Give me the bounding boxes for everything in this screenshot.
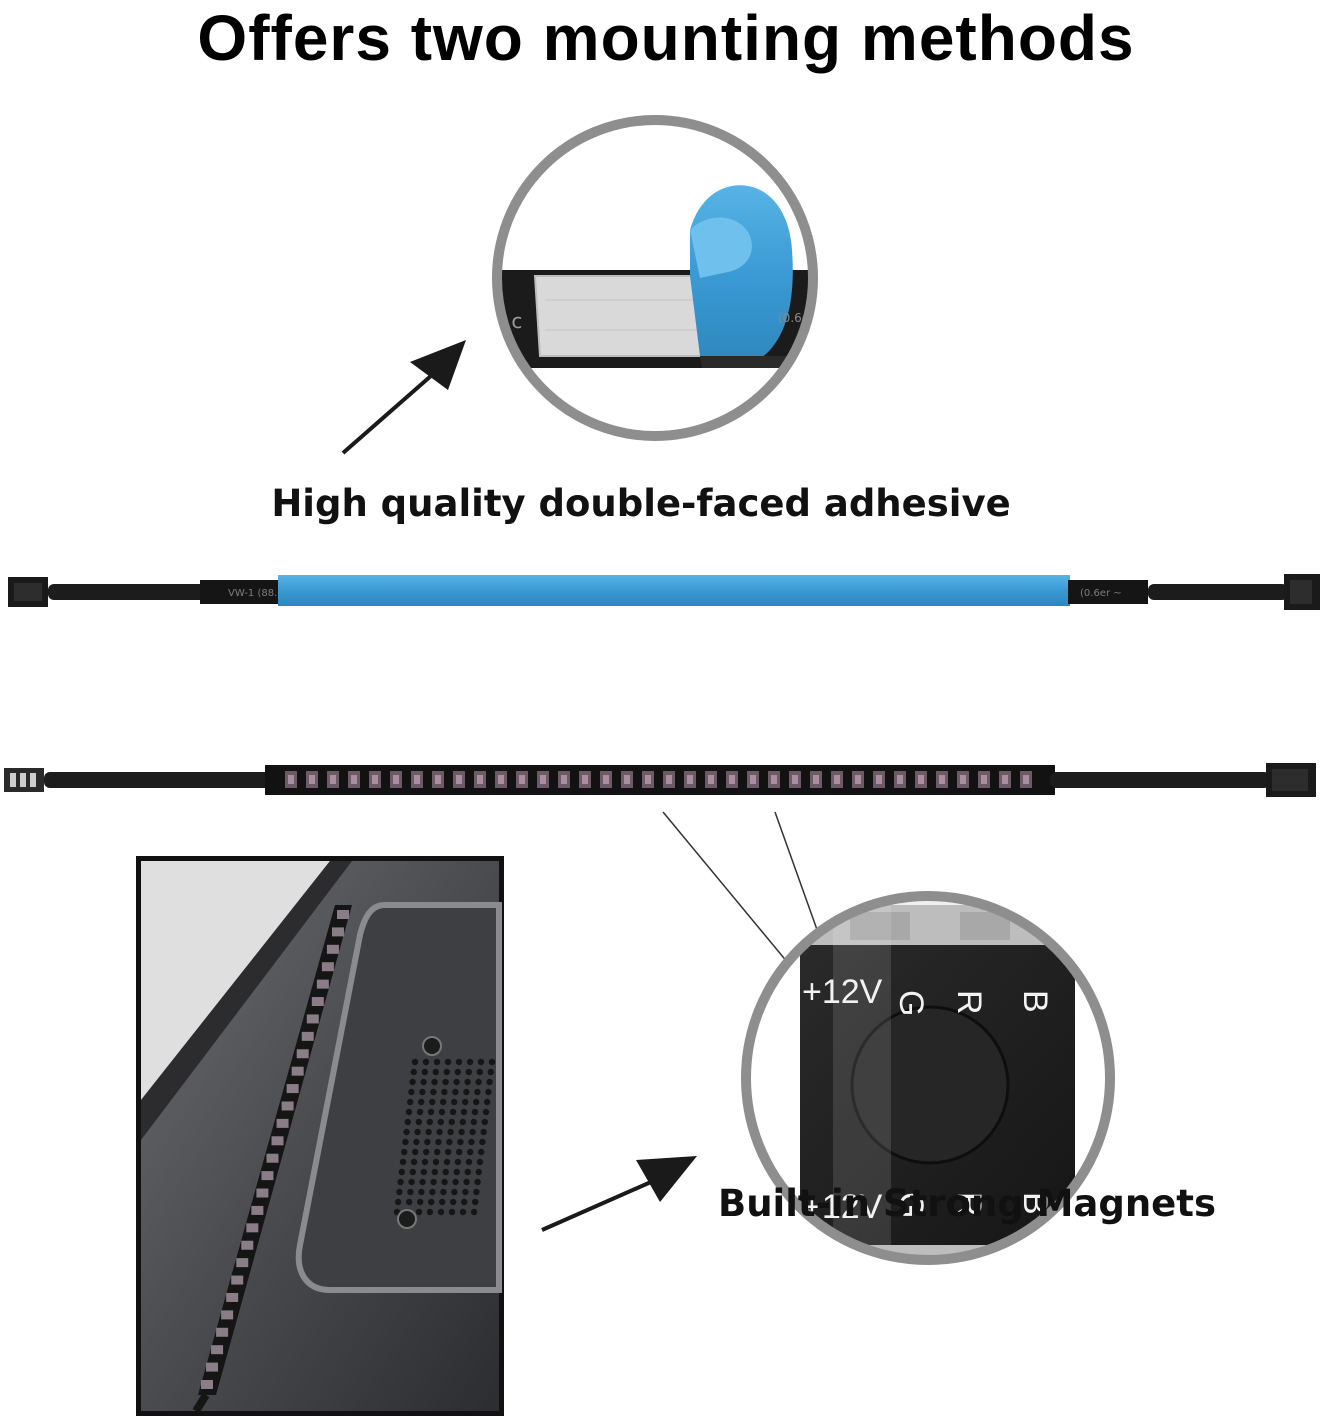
arrow-icon (541, 1156, 697, 1232)
mounted-strip (192, 905, 352, 1414)
magnet-zoom-circle: +12V G R B +12V G R B (741, 891, 1115, 1265)
arrow-icon (341, 340, 466, 455)
pc-case-photo (136, 856, 504, 1416)
page-title: Offers two mounting methods (197, 2, 1135, 74)
pad-label: +12V (802, 973, 883, 1011)
led-light-strip (4, 763, 1316, 797)
svg-text:VW-1 (88.C: VW-1 (88.C (228, 588, 284, 599)
magnet-caption: Built-in Strong Magnets (718, 1182, 1216, 1225)
svg-text:(0.6er ~: (0.6er ~ (1080, 588, 1122, 599)
adhesive-light-strip: VW-1 (88.C (0.6er ~ (8, 574, 1320, 610)
adhesive-caption: High quality double-faced adhesive (271, 482, 1011, 525)
pad-label: R (950, 990, 988, 1015)
led-chips (285, 771, 1032, 788)
adhesive-zoom-circle: .c (0.6er (492, 115, 818, 441)
pad-label: B (1016, 1192, 1054, 1215)
pad-label: G (892, 1192, 930, 1218)
pad-label: R (950, 1192, 988, 1217)
pad-label: G (892, 990, 930, 1016)
vent-grille (393, 1058, 496, 1216)
pad-label: B (1016, 990, 1054, 1013)
